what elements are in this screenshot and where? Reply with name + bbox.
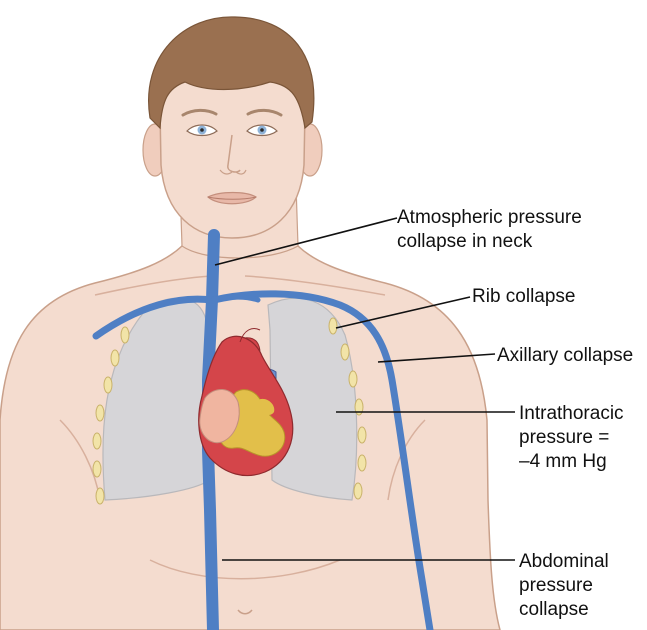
- leader-axillary: [377, 353, 496, 363]
- subclavian-left: [92, 295, 216, 340]
- clavicle-right: [244, 275, 386, 296]
- eyebrow-left: [181, 108, 218, 117]
- abdomen-contour: [149, 559, 341, 580]
- heart: [198, 328, 294, 477]
- label-rib-collapse: Rib collapse: [472, 286, 576, 307]
- lung-right: [267, 297, 358, 501]
- label-atmospheric-pressure-neck: Atmospheric pressure collapse in neck: [397, 207, 582, 252]
- eyebrow-right: [246, 108, 283, 117]
- leader-rib: [335, 296, 471, 329]
- nostrils: [219, 169, 247, 175]
- leader-neck: [214, 217, 398, 266]
- azygos-branch: [211, 294, 261, 303]
- leader-lines: [214, 217, 515, 561]
- label-intrathoracic-pressure: Intrathoracic pressure = –4 mm Hg: [519, 403, 624, 472]
- navel: [237, 609, 253, 615]
- heart-vessel-top: [239, 328, 261, 343]
- clavicle-left: [94, 275, 213, 296]
- heart-fat-2: [258, 398, 275, 415]
- hair: [148, 16, 315, 130]
- heart-atrium: [199, 389, 240, 444]
- pupil-left: [200, 128, 204, 132]
- nose: [227, 134, 241, 173]
- label-abdominal-pressure-collapse: Abdominal pressure collapse: [519, 551, 609, 620]
- ribs-left: [92, 326, 130, 505]
- ribs-right: [328, 317, 367, 500]
- subclavian-right: [210, 290, 434, 630]
- mouth-line: [207, 196, 257, 200]
- label-axillary-collapse: Axillary collapse: [497, 345, 634, 366]
- pupil-right: [260, 128, 264, 132]
